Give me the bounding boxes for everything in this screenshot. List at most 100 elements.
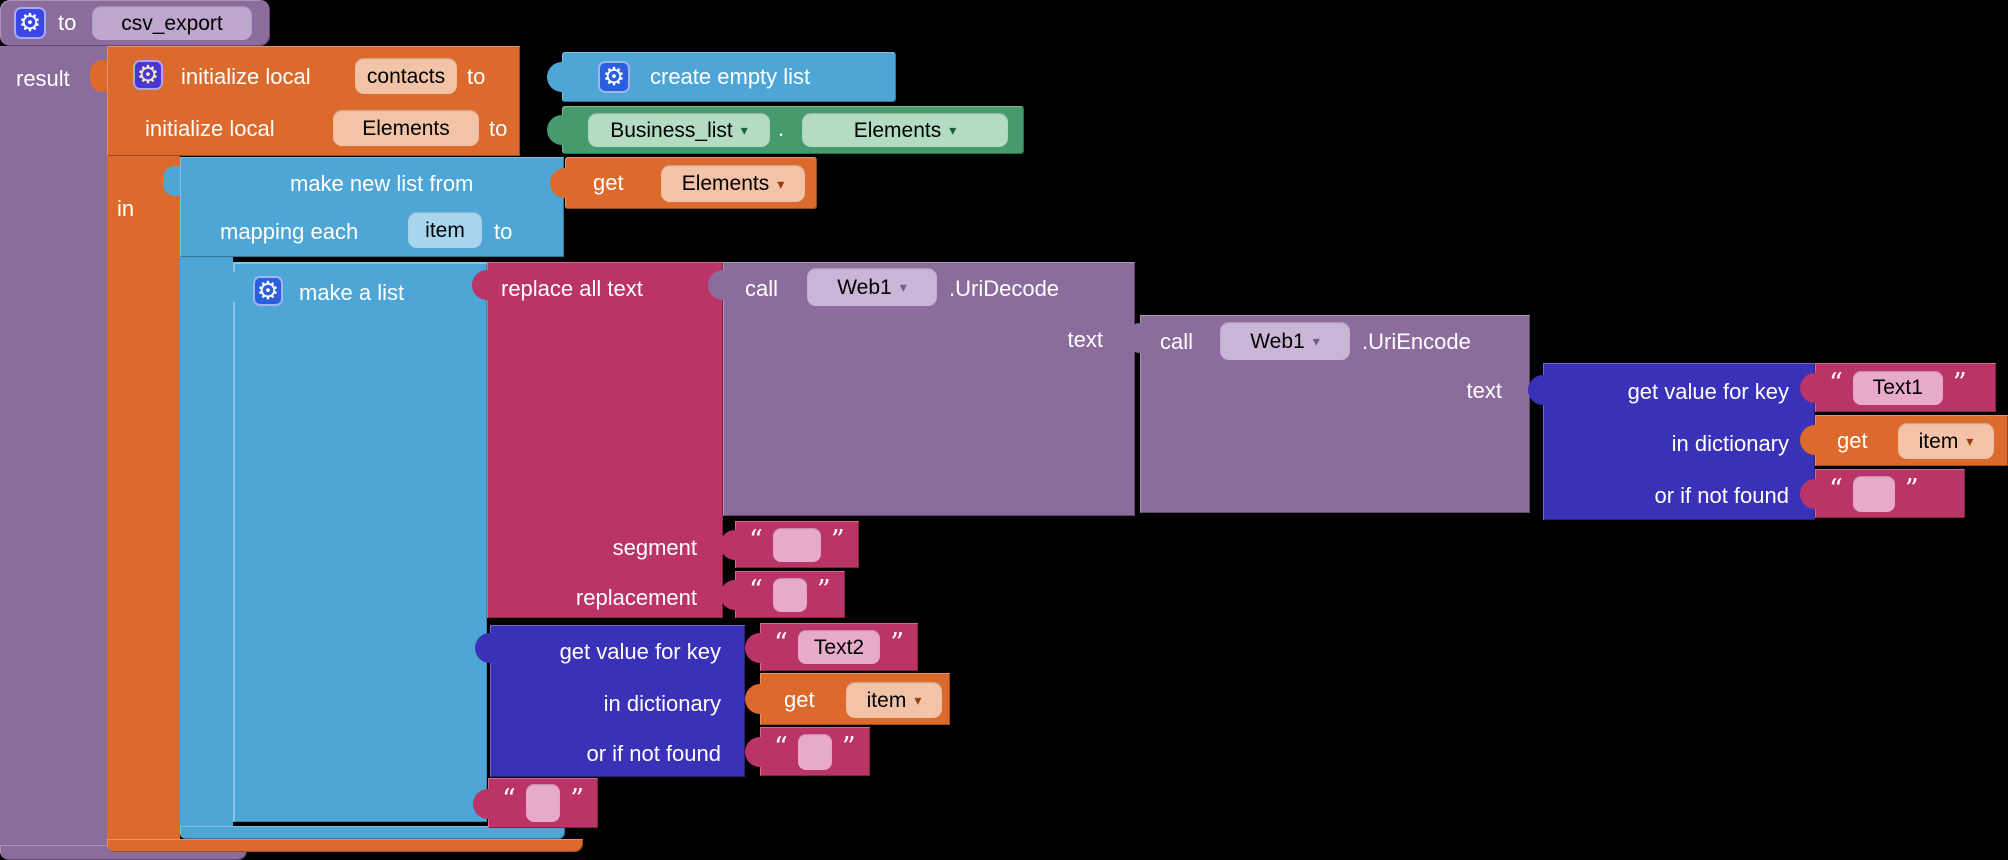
get-variable-dropdown[interactable]: item ▾: [1898, 423, 1994, 459]
procedure-name-field[interactable]: csv_export: [92, 6, 252, 40]
call-uriencode-block[interactable]: call Web1 ▾ .UriEncode text: [1125, 315, 1530, 513]
dropdown-arrow-icon: ▾: [1966, 433, 1974, 449]
component-dropdown[interactable]: Business_list ▾: [588, 113, 770, 147]
block-plug: [1125, 323, 1142, 353]
elements-text: Elements: [362, 116, 450, 140]
gear-glyph: ⚙: [256, 276, 280, 305]
empty-string-block[interactable]: “ ”: [1800, 469, 1965, 518]
block-plug: [550, 168, 567, 198]
in-dictionary-label: in dictionary: [1671, 431, 1789, 456]
initialize-local-footer[interactable]: [107, 839, 583, 852]
close-quote: ”: [841, 732, 856, 763]
segment-string-block[interactable]: “ ”: [720, 521, 859, 568]
block-plug: [745, 737, 762, 767]
variable-name-text: item: [1918, 429, 1959, 453]
string-field-text1[interactable]: Text1: [1852, 370, 1943, 405]
close-quote: ”: [1904, 474, 1919, 505]
replace-all-text-block[interactable]: replace all text segment replacement: [472, 262, 723, 618]
property-dropdown[interactable]: Elements ▾: [802, 113, 1008, 147]
initialize-local-body[interactable]: [107, 156, 180, 840]
open-quote: “: [1829, 474, 1843, 505]
gear-icon[interactable]: ⚙: [598, 61, 630, 93]
or-if-not-found-label: or if not found: [1654, 483, 1789, 508]
component-name-text: Web1: [837, 275, 892, 299]
replacement-string-block[interactable]: “ ”: [720, 571, 845, 618]
gear-glyph: ⚙: [602, 62, 626, 91]
open-quote: “: [502, 783, 516, 815]
gear-icon[interactable]: ⚙: [133, 60, 163, 90]
string-field-empty[interactable]: [525, 784, 561, 822]
string-block-text2[interactable]: “ Text2 ”: [745, 623, 918, 671]
block-plug: [720, 530, 737, 560]
call-uridecode-block[interactable]: call Web1 ▾ .UriDecode text: [708, 262, 1135, 516]
call-label: call: [1160, 329, 1194, 354]
open-quote: “: [774, 732, 788, 763]
get-variable-dropdown[interactable]: Elements ▾: [661, 165, 805, 202]
block-plug: [472, 270, 489, 300]
procedure-to-label: to: [58, 10, 77, 35]
open-quote: “: [749, 575, 763, 606]
gear-glyph: ⚙: [136, 60, 160, 89]
variable-name-text: Elements: [681, 172, 770, 195]
item-var-text: item: [425, 218, 465, 242]
empty-string-block[interactable]: “ ”: [745, 727, 870, 776]
item-var-field[interactable]: item: [408, 212, 482, 248]
uriencode-method-label: .UriEncode: [1362, 329, 1471, 354]
get-elements-block[interactable]: get Elements ▾: [550, 157, 817, 209]
get-variable-dropdown[interactable]: item ▾: [846, 682, 942, 718]
in-label: in: [117, 196, 135, 221]
gear-icon[interactable]: ⚙: [253, 276, 283, 306]
create-empty-list-label: create empty list: [650, 64, 811, 89]
replace-all-text-label: replace all text: [501, 276, 643, 301]
mapping-each-label: mapping each: [220, 219, 359, 244]
string-field-empty[interactable]: [797, 733, 832, 770]
dropdown-arrow-icon: ▾: [740, 122, 748, 138]
close-quote: ”: [570, 783, 584, 815]
text1-text: Text1: [1872, 376, 1923, 399]
make-new-list-footer[interactable]: [180, 826, 565, 839]
string-field-empty[interactable]: [772, 577, 807, 612]
string-block-text1[interactable]: “ Text1 ”: [1800, 363, 1996, 412]
block-plug: [708, 270, 725, 300]
web1-component-dropdown[interactable]: Web1 ▾: [807, 268, 937, 306]
make-new-list-block[interactable]: make new list from mapping each item to: [180, 157, 564, 257]
replacement-label: replacement: [575, 585, 697, 610]
component-property-block[interactable]: Business_list ▾ . Elements ▾: [547, 106, 1024, 154]
web1-component-dropdown[interactable]: Web1 ▾: [1220, 322, 1350, 360]
local-name-field-contacts[interactable]: contacts: [355, 58, 457, 94]
create-empty-list-block[interactable]: ⚙ create empty list: [547, 52, 896, 102]
make-new-list-body[interactable]: [180, 257, 233, 826]
get-label: get: [784, 687, 815, 712]
get-value-for-key-block-2[interactable]: get value for key in dictionary or if no…: [475, 625, 745, 777]
result-label: result: [16, 66, 70, 91]
get-item-block-1[interactable]: get item ▾: [1800, 415, 2008, 466]
contacts-text: contacts: [366, 64, 446, 88]
block-plug: [475, 633, 492, 663]
empty-string-block[interactable]: “ ”: [473, 778, 598, 828]
procedure-block-body[interactable]: [0, 46, 107, 852]
block-plug: [1800, 479, 1817, 509]
uridecode-method-label: .UriDecode: [949, 276, 1060, 301]
dropdown-arrow-icon: ▾: [914, 692, 922, 708]
dropdown-arrow-icon: ▾: [949, 122, 957, 138]
gear-icon[interactable]: ⚙: [14, 7, 46, 39]
initialize-local-block[interactable]: ⚙ initialize local contacts to initializ…: [107, 46, 520, 156]
make-a-list-label: make a list: [299, 280, 405, 305]
make-new-list-label: make new list from: [290, 171, 474, 196]
open-quote: “: [1829, 368, 1843, 399]
string-field-empty[interactable]: [772, 527, 821, 562]
make-a-list-block[interactable]: ⚙ make a list: [218, 262, 487, 822]
procedure-block-header[interactable]: ⚙ to csv_export: [0, 0, 270, 46]
string-field-empty[interactable]: [1852, 475, 1895, 512]
mapping-to-label: to: [494, 219, 513, 244]
or-if-not-found-label: or if not found: [586, 741, 721, 766]
get-label: get: [593, 170, 624, 195]
close-quote: ”: [890, 627, 904, 659]
get-item-block-2[interactable]: get item ▾: [745, 673, 950, 725]
string-field-text2[interactable]: Text2: [797, 630, 881, 664]
get-value-for-key-block-1[interactable]: get value for key in dictionary or if no…: [1528, 363, 1815, 520]
to-label: to: [489, 116, 508, 141]
local-name-field-elements[interactable]: Elements: [333, 110, 479, 146]
make-new-list-plug: [163, 166, 182, 196]
